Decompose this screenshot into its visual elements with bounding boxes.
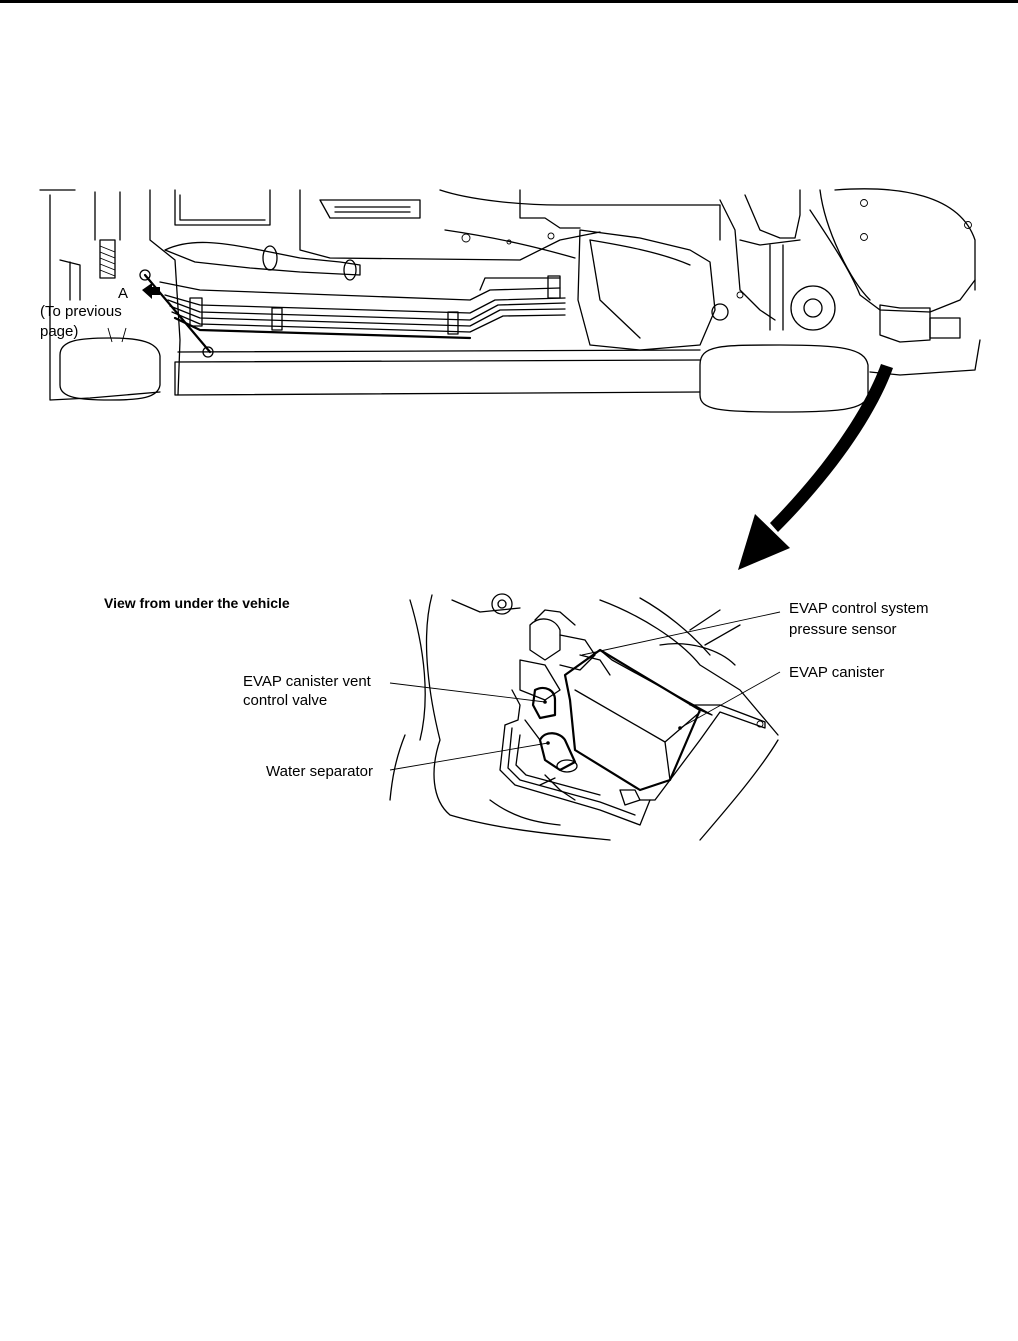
fuel-tank: [577, 229, 716, 351]
underbody-overview-drawing: [39, 188, 981, 413]
evap-canister: [563, 648, 702, 792]
previous-page-ref-line2: page): [40, 323, 78, 340]
callout-leader-lines: [389, 611, 781, 771]
callout-evap-canister: EVAP canister: [789, 664, 884, 681]
leader-canister: [679, 671, 781, 729]
leader-vent-valve: [389, 682, 546, 703]
previous-page-ref-line1: (To previous: [40, 303, 122, 320]
water-separator: [538, 732, 577, 772]
callout-water-separator: Water separator: [266, 763, 373, 780]
callout-pressure-sensor-line1: EVAP control system: [789, 600, 929, 617]
view-pointer-arrow: [738, 364, 893, 570]
frame-rail: [174, 359, 701, 396]
detail-caption: View from under the vehicle: [104, 595, 290, 611]
callout-pressure-sensor-line2: pressure sensor: [789, 621, 897, 638]
leader-pressure-sensor: [581, 611, 781, 656]
marker-a-label: A: [118, 285, 128, 302]
evap-canister-detail-drawing: [389, 593, 779, 841]
callout-vent-valve-line1: EVAP canister vent: [243, 673, 372, 690]
rear-tire: [699, 344, 869, 413]
leader-water-separator: [389, 742, 549, 771]
evap-pressure-sensor: [529, 618, 561, 661]
marker-a-arrow: [142, 283, 160, 299]
front-tire: [59, 337, 161, 401]
callout-vent-valve-line2: control valve: [243, 692, 327, 709]
evap-canister-overview: [879, 304, 931, 343]
evap-vent-control-valve: [531, 686, 557, 720]
rear-hub: [790, 285, 836, 331]
top-rule: [0, 0, 1018, 3]
